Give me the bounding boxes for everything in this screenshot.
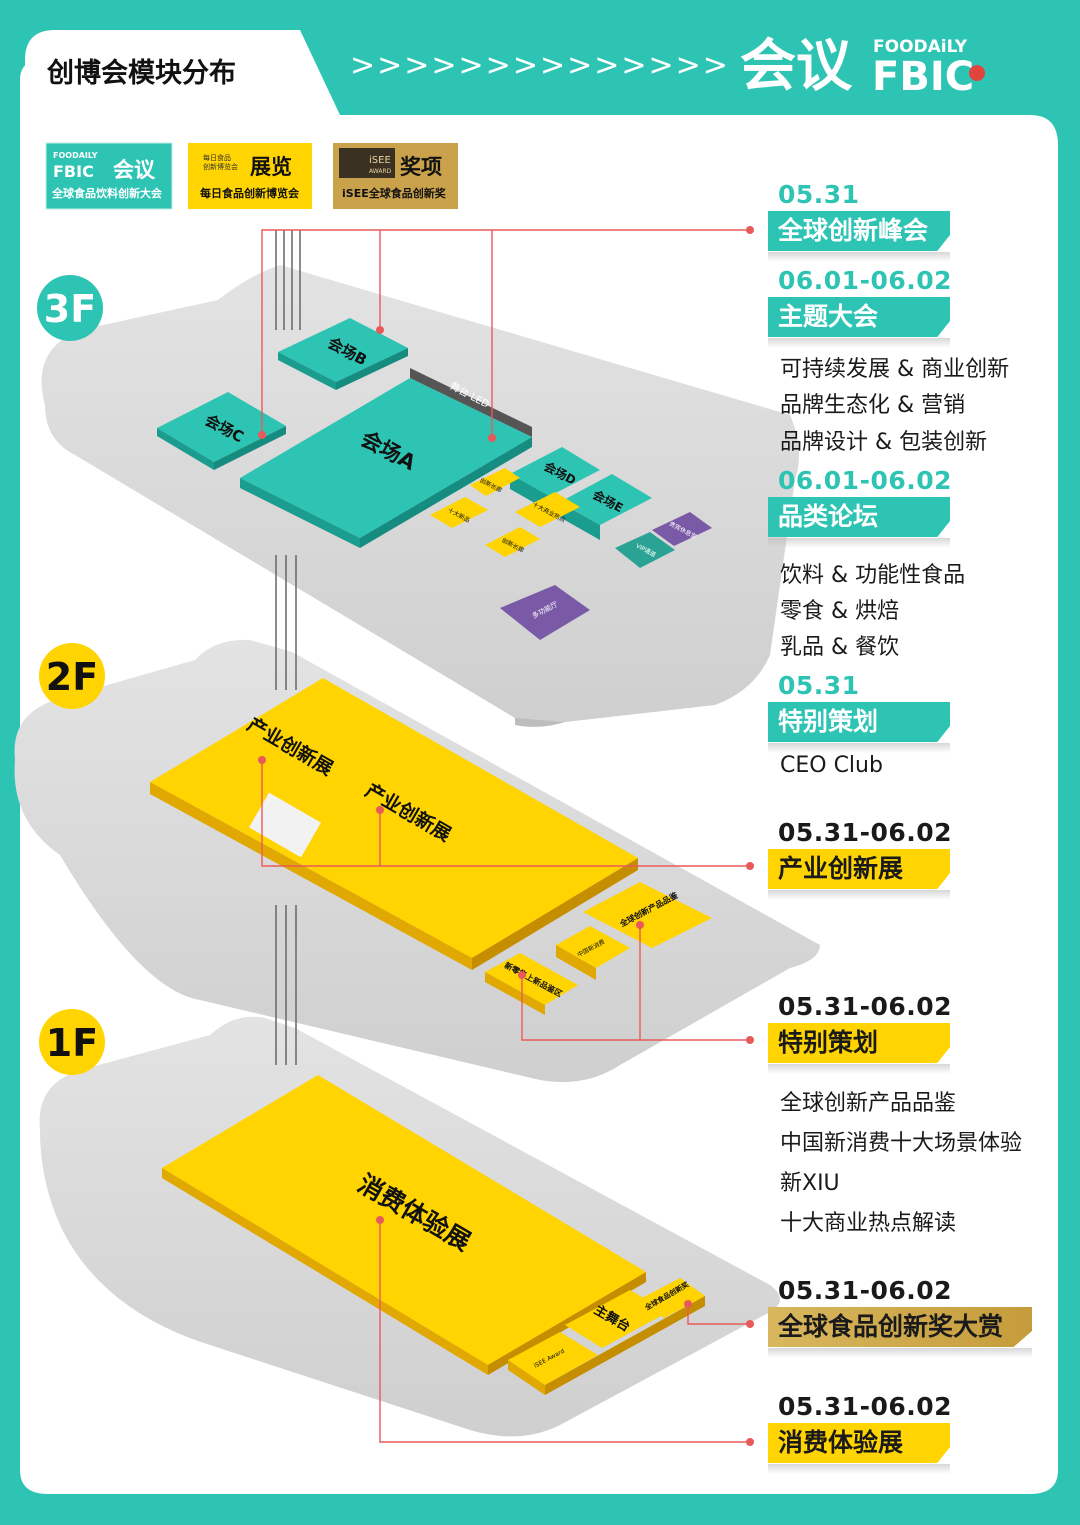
floor-1f-badge <box>39 1009 105 1075</box>
svg-text:FBIC: FBIC <box>53 162 94 181</box>
floor-2f-badge <box>39 643 105 709</box>
badge-expo: 每日食品 创新博览会 展览 每日食品创新博览会 <box>188 143 312 209</box>
brand-dot <box>969 65 985 81</box>
svg-text:展览: 展览 <box>250 155 292 179</box>
svg-text:每日食品创新博览会: 每日食品创新博览会 <box>200 186 300 200</box>
expo-hall <box>150 678 638 958</box>
badge-conference: FOODAILY FBIC 会议 全球食品饮料创新大会 <box>45 142 173 210</box>
svg-text:FOODAILY: FOODAILY <box>53 151 98 160</box>
svg-text:iSEE全球食品创新奖: iSEE全球食品创新奖 <box>342 186 447 200</box>
hall-a <box>240 378 532 538</box>
header-arrows: >>>>>>>>>>>>>> <box>350 48 730 83</box>
isee-booth-1f <box>508 1332 598 1385</box>
svg-text:创新博览会: 创新博览会 <box>203 162 238 171</box>
purple-room-1 <box>652 512 712 546</box>
connector-dots <box>258 226 754 1446</box>
brand-foodaily: FOODAiLY <box>873 37 968 57</box>
award-booth-1f <box>638 1278 705 1318</box>
expo-white-booth <box>249 792 321 858</box>
consumer-hall <box>162 1075 646 1365</box>
badge-award: iSEE AWARD 奖项 iSEE全球食品创新奖 <box>333 143 458 209</box>
teal-room <box>615 532 675 568</box>
booth-3f-1 <box>470 468 520 496</box>
hall-b <box>278 318 408 382</box>
stage-1f <box>565 1290 668 1348</box>
floor-3f-label: 3F <box>44 287 96 331</box>
booth-2f-left <box>485 953 578 1005</box>
header-tab <box>25 30 340 115</box>
floor-3f-badge <box>37 275 103 341</box>
floor-2f-label: 2F <box>46 655 98 699</box>
svg-text:AWARD: AWARD <box>369 168 392 175</box>
hall-d <box>510 447 600 497</box>
header-title: 创博会模块分布 <box>46 57 236 89</box>
booth-2f-right <box>583 882 712 948</box>
purple-room-2 <box>500 585 590 640</box>
svg-text:奖项: 奖项 <box>400 155 442 179</box>
svg-text:全球食品饮料创新大会: 全球食品饮料创新大会 <box>51 186 163 200</box>
booth-3f-2 <box>515 492 580 527</box>
brand-fbic: FBIC <box>872 54 974 100</box>
svg-text:每日食品: 每日食品 <box>203 153 231 162</box>
svg-text:iSEE: iSEE <box>369 155 391 166</box>
brand-huiyi: 会议 <box>740 34 853 99</box>
booth-3f-4 <box>485 527 540 557</box>
floor-1f-label: 1F <box>46 1021 98 1065</box>
led-bar <box>410 368 532 437</box>
hall-c <box>157 392 286 462</box>
svg-text:会议: 会议 <box>113 158 156 182</box>
booth-3f-3 <box>430 497 488 528</box>
hall-e <box>560 474 652 525</box>
elevator-lines <box>275 230 301 1065</box>
booth-2f-right-2 <box>556 926 630 968</box>
connector-lines <box>261 229 750 1443</box>
